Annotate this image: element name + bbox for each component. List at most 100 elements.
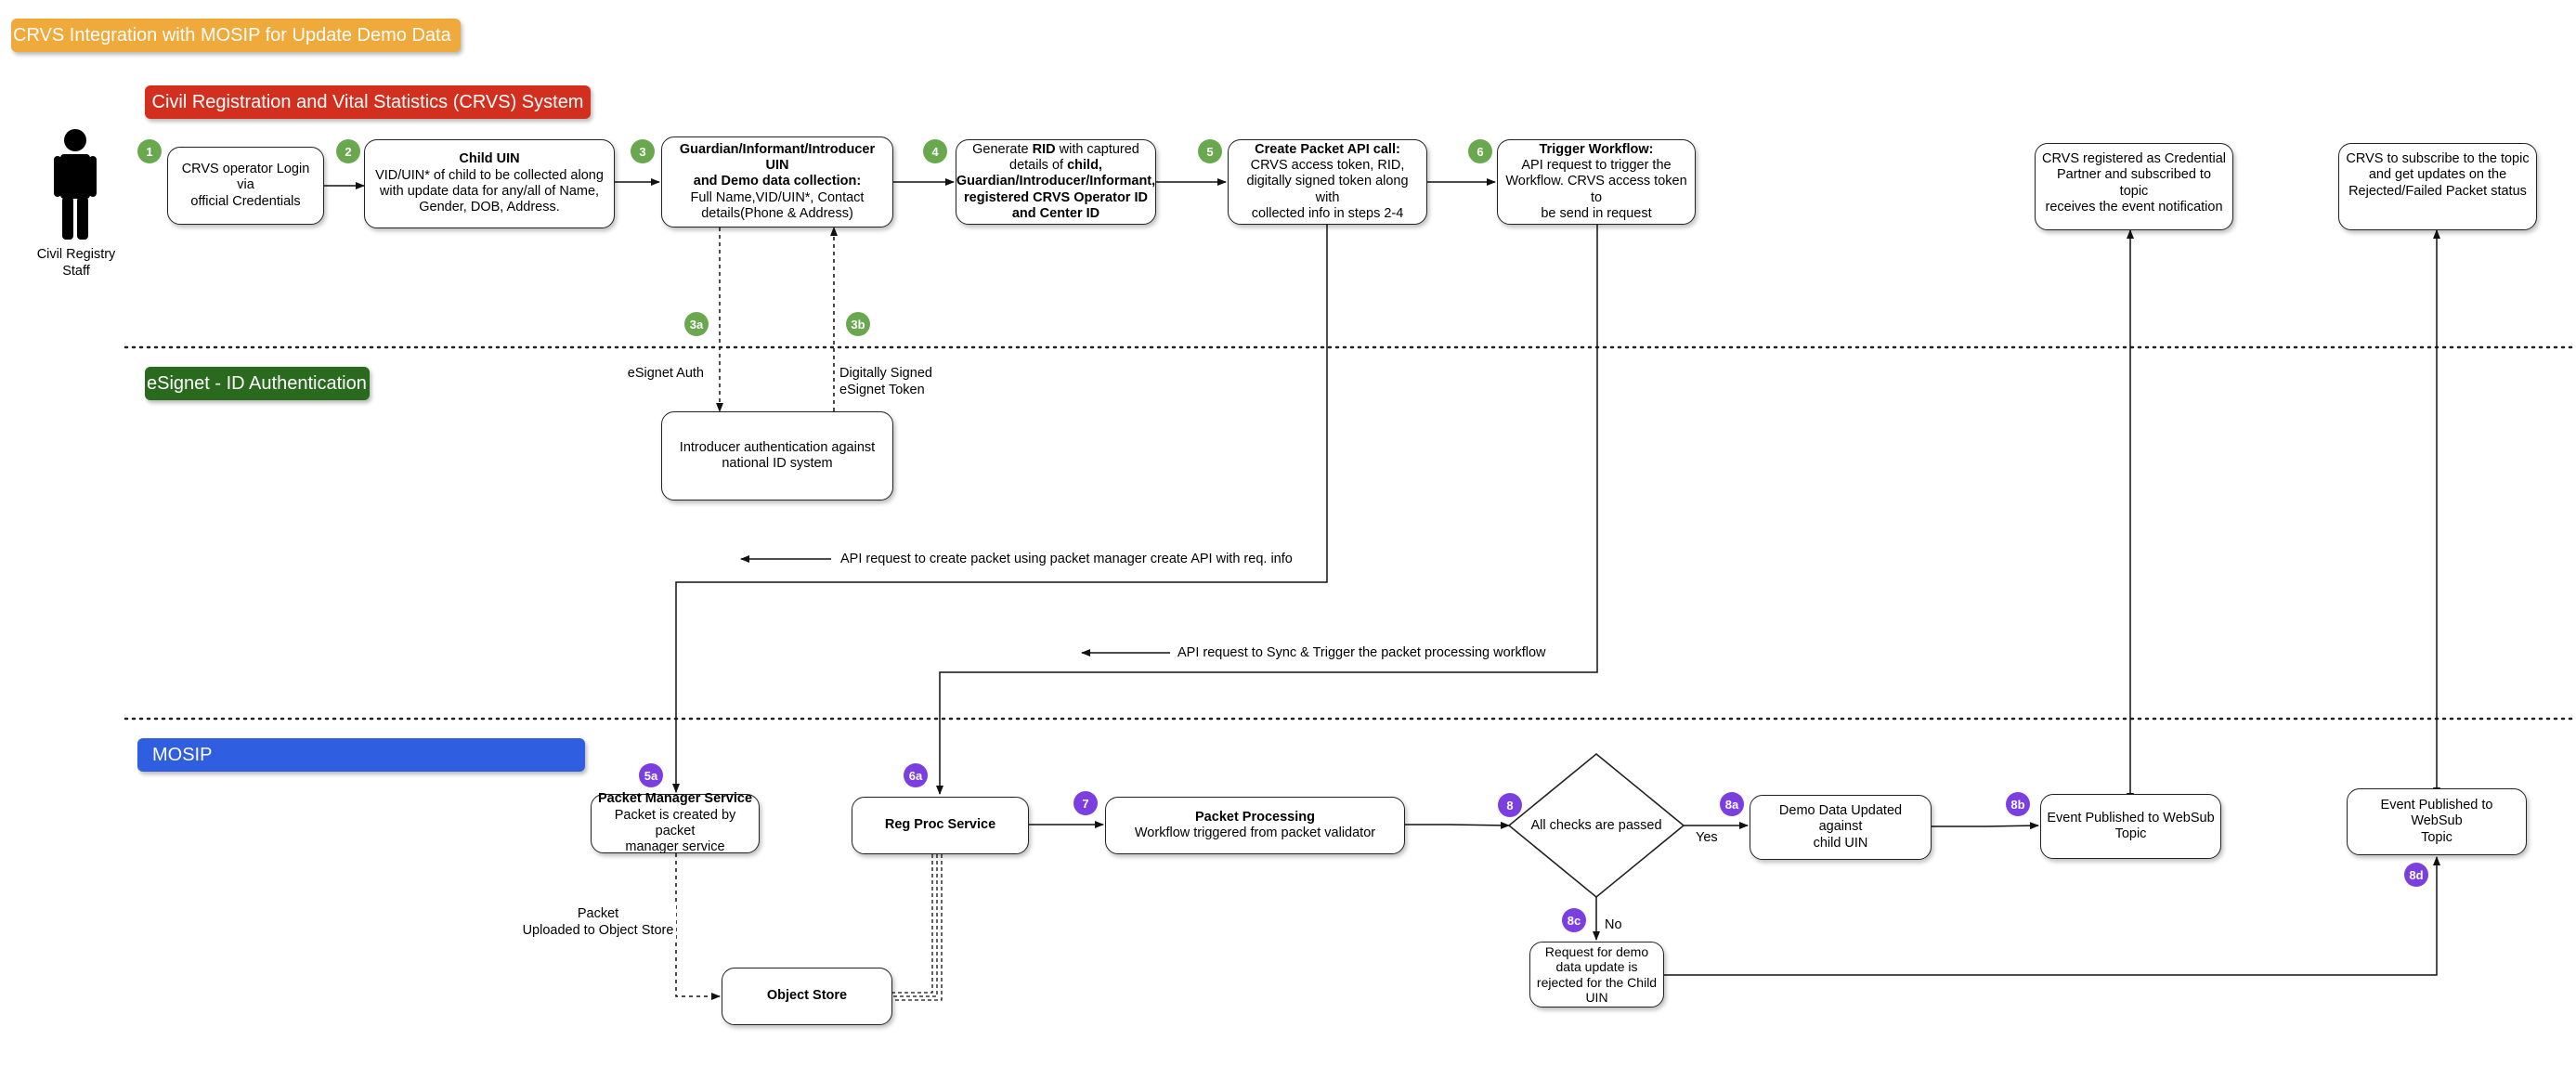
step-badge-2: 2 bbox=[336, 139, 360, 163]
packet-manager-title: Packet Manager Service bbox=[597, 791, 753, 807]
step-login-line1: CRVS operator Login via bbox=[181, 161, 310, 193]
note-api-create: API request to create packet using packe… bbox=[840, 552, 1293, 566]
packet-manager-box: Packet Manager Service Packet is created… bbox=[591, 791, 760, 855]
lane-label-esignet: eSignet - ID Authentication bbox=[145, 367, 370, 400]
note-packet-uploaded-line2: Uploaded to Object Store bbox=[522, 923, 674, 939]
subscribe-status-box: CRVS to subscribe to the topic and get u… bbox=[2338, 143, 2537, 230]
note-packet-uploaded: Packet Uploaded to Object Store bbox=[520, 905, 676, 940]
step-create-packet-box: Create Packet API call: CRVS access toke… bbox=[1228, 139, 1427, 225]
step-generate-rid-line4: registered CRVS Operator ID bbox=[964, 189, 1148, 205]
object-store-title: Object Store bbox=[766, 988, 848, 1004]
step-guardian-box: Guardian/Informant/Introducer UIN and De… bbox=[661, 136, 893, 228]
note-packet-uploaded-line1: Packet bbox=[577, 906, 619, 921]
person-icon bbox=[54, 129, 97, 240]
step-badge-3: 3 bbox=[631, 139, 655, 163]
step-child-uin-title: Child UIN bbox=[459, 151, 520, 167]
step-child-uin-line1: VID/UIN* of child to be collected along bbox=[375, 167, 604, 183]
step-generate-rid-rid: RID bbox=[1032, 141, 1056, 157]
subscribe-status-line3: Rejected/Failed Packet status bbox=[2348, 183, 2527, 199]
lane-label-crvs: Civil Registration and Vital Statistics … bbox=[145, 85, 591, 119]
packet-processing-title: Packet Processing bbox=[1195, 809, 1315, 825]
request-rejected-line1: Request for demo bbox=[1544, 944, 1649, 960]
note-api-sync: API request to Sync & Trigger the packet… bbox=[1177, 645, 1546, 660]
event-published-1-line2: Topic bbox=[2114, 826, 2147, 841]
subscribe-status-line1: CRVS to subscribe to the topic bbox=[2346, 151, 2530, 166]
step-trigger-workflow-line1: API request to trigger the bbox=[1521, 157, 1672, 173]
reg-proc-title: Reg Proc Service bbox=[884, 817, 996, 833]
step-badge-4: 4 bbox=[923, 139, 947, 163]
credential-partner-line2: Partner and subscribed to topic bbox=[2056, 167, 2212, 199]
step-badge-6a: 6a bbox=[904, 763, 928, 787]
step-badge-8a: 8a bbox=[1720, 792, 1744, 816]
step-create-packet-line1: CRVS access token, RID, bbox=[1250, 157, 1405, 173]
step-generate-rid-line2-pre: details of bbox=[1009, 157, 1068, 173]
step-generate-rid-line5: and Center ID bbox=[1011, 206, 1100, 222]
event-published-1-line1: Event Published to WebSub bbox=[2047, 810, 2215, 826]
note-signed-token-line1: Digitally Signed bbox=[839, 366, 932, 381]
step-create-packet-title: Create Packet API call: bbox=[1255, 141, 1400, 157]
step-guardian-line1: Full Name,VID/UIN*, Contact bbox=[690, 189, 865, 205]
step-generate-rid-line1: Generate RID with captured bbox=[972, 142, 1139, 158]
actor-label: Civil Registry Staff bbox=[28, 246, 124, 280]
request-rejected-box: Request for demo data update is rejected… bbox=[1529, 942, 1664, 1008]
step-badge-8c: 8c bbox=[1562, 908, 1586, 932]
request-rejected-line4: UIN bbox=[1585, 989, 1608, 1005]
step-create-packet-line3: collected info in steps 2-4 bbox=[1251, 206, 1404, 222]
packet-processing-box: Packet Processing Workflow triggered fro… bbox=[1105, 797, 1405, 854]
path-regproc-objectstore-1 bbox=[892, 854, 933, 994]
packet-manager-line2: manager service bbox=[625, 839, 725, 855]
step-badge-5: 5 bbox=[1198, 139, 1222, 163]
request-rejected-line3: rejected for the Child bbox=[1536, 974, 1658, 990]
step-trigger-workflow-line3: be send in request bbox=[1541, 206, 1652, 222]
path-regproc-objectstore-2 bbox=[892, 854, 938, 997]
note-signed-token-line2: eSignet Token bbox=[839, 383, 925, 398]
step-badge-1: 1 bbox=[137, 139, 162, 163]
step-child-uin-box: Child UIN VID/UIN* of child to be collec… bbox=[364, 139, 615, 228]
actor-label-line1: Civil Registry bbox=[36, 247, 116, 262]
step-badge-7: 7 bbox=[1073, 791, 1098, 815]
step-trigger-workflow-line2: Workflow. CRVS access token to bbox=[1505, 174, 1687, 205]
step-badge-5a: 5a bbox=[639, 763, 663, 787]
packet-processing-line1: Workflow triggered from packet validator bbox=[1134, 826, 1376, 840]
step-create-packet-line2: digitally signed token along with bbox=[1246, 174, 1409, 205]
event-published-2-line2: Topic bbox=[2421, 829, 2452, 845]
event-published-2-line1: Event Published to WebSub bbox=[2380, 797, 2493, 829]
note-esignet-auth: eSignet Auth bbox=[627, 366, 704, 381]
subscribe-status-line2: and get updates on the bbox=[2368, 167, 2507, 183]
demo-updated-box: Demo Data Updated against child UIN bbox=[1750, 795, 1932, 860]
demo-updated-line1: Demo Data Updated against bbox=[1778, 802, 1903, 835]
lane-label-mosip: MOSIP bbox=[137, 738, 585, 772]
step-generate-rid-line2: details of child, bbox=[1009, 158, 1102, 174]
step-generate-rid-box: Generate RID with captured details of ch… bbox=[956, 139, 1156, 225]
demo-updated-line2: child UIN bbox=[1813, 835, 1868, 851]
step-generate-rid-line3: Guardian/Introducer/Informant, bbox=[956, 174, 1156, 189]
decision-checks-label: All checks are passed bbox=[1530, 818, 1662, 833]
introducer-auth-line1: Introducer authentication against bbox=[679, 439, 876, 455]
arrow-processing-checks bbox=[1405, 821, 1510, 829]
step-guardian-title2: and Demo data collection: bbox=[693, 174, 862, 189]
step-generate-rid-line2-bold: child, bbox=[1067, 157, 1102, 173]
credential-partner-line1: CRVS registered as Credential bbox=[2042, 151, 2226, 166]
step-badge-3b: 3b bbox=[846, 312, 870, 336]
step-login-line2: official Credentials bbox=[190, 193, 301, 209]
step-child-uin-line3: Gender, DOB, Address. bbox=[419, 200, 560, 215]
note-yes: Yes bbox=[1696, 830, 1718, 845]
request-rejected-line2: data update is bbox=[1555, 959, 1638, 975]
credential-partner-line3: receives the event notification bbox=[2045, 200, 2223, 215]
step-guardian-line2: details(Phone & Address) bbox=[701, 206, 853, 222]
step-badge-8: 8 bbox=[1498, 793, 1522, 817]
step-guardian-title1: Guardian/Informant/Introducer UIN bbox=[679, 141, 876, 173]
path-regproc-objectstore-3 bbox=[892, 854, 943, 1001]
object-store-box: Object Store bbox=[722, 968, 892, 1025]
diagram-title: CRVS Integration with MOSIP for Update D… bbox=[11, 19, 461, 52]
note-no: No bbox=[1605, 917, 1622, 932]
step-badge-8d: 8d bbox=[2404, 863, 2428, 887]
step-trigger-workflow-title: Trigger Workflow: bbox=[1539, 141, 1654, 157]
event-published-box-2: Event Published to WebSub Topic bbox=[2347, 788, 2527, 855]
path-pms-objectstore bbox=[675, 853, 721, 1000]
path-create-packet bbox=[672, 225, 1328, 793]
introducer-auth-box: Introducer authentication against nation… bbox=[661, 411, 893, 500]
introducer-auth-line2: national ID system bbox=[722, 456, 833, 471]
